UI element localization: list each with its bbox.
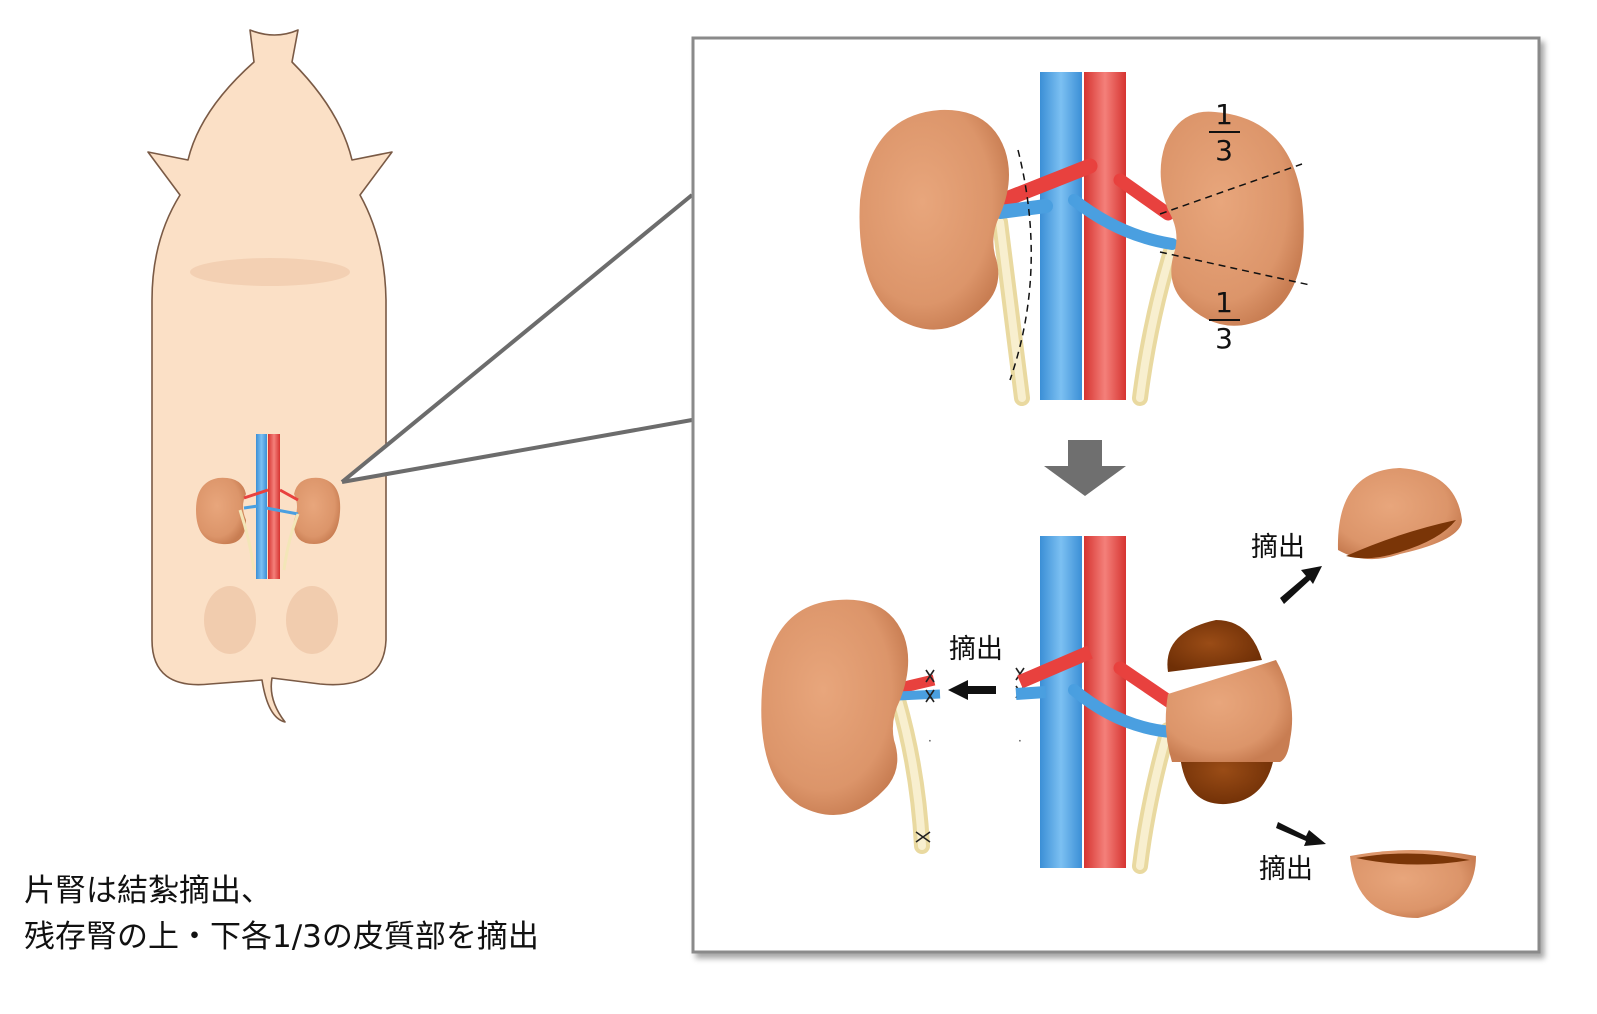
svg-text:·: · xyxy=(928,734,932,748)
fraction-top-den: 3 xyxy=(1215,134,1233,167)
remaining-kidney-middle xyxy=(1165,660,1293,762)
fraction-bottom-den: 3 xyxy=(1215,322,1233,355)
label-removal-bottom-right: 摘出 xyxy=(1259,854,1313,885)
pig-body xyxy=(147,29,393,723)
removed-cap-top xyxy=(1337,468,1462,560)
removed-cap-bottom xyxy=(1350,850,1476,918)
top-panel: 1 3 1 3 xyxy=(859,72,1311,406)
cut-line-upper xyxy=(1159,163,1303,215)
zoom-callout xyxy=(340,193,694,484)
arrow-icon xyxy=(1276,822,1326,846)
left-kidney-top xyxy=(859,109,1009,330)
caption-line-2: 残存腎の上・下各1/3の皮質部を摘出 xyxy=(24,919,539,955)
bottom-panel: · · 摘出 摘出 xyxy=(761,468,1476,918)
label-removal-left: 摘出 xyxy=(949,634,1003,665)
removed-kidney xyxy=(761,599,909,815)
cut-line-lower xyxy=(1159,251,1311,286)
cut-line-left xyxy=(1009,149,1032,381)
caption: 片腎は結紮摘出、 残存腎の上・下各1/3の皮質部を摘出 xyxy=(24,868,539,960)
down-arrow-icon xyxy=(1044,440,1126,496)
pig-kidneys-small xyxy=(196,434,341,579)
label-removal-top-right: 摘出 xyxy=(1251,532,1305,563)
fraction-bottom-num: 1 xyxy=(1215,286,1233,319)
fraction-top-num: 1 xyxy=(1215,98,1233,131)
right-kidney-top xyxy=(1160,111,1304,326)
remaining-kidney-upper-face xyxy=(1167,620,1262,672)
svg-text:·: · xyxy=(1018,734,1022,748)
arrow-icon xyxy=(1280,566,1322,604)
caption-line-1: 片腎は結紮摘出、 xyxy=(24,873,272,909)
arrow-icon xyxy=(948,680,996,700)
